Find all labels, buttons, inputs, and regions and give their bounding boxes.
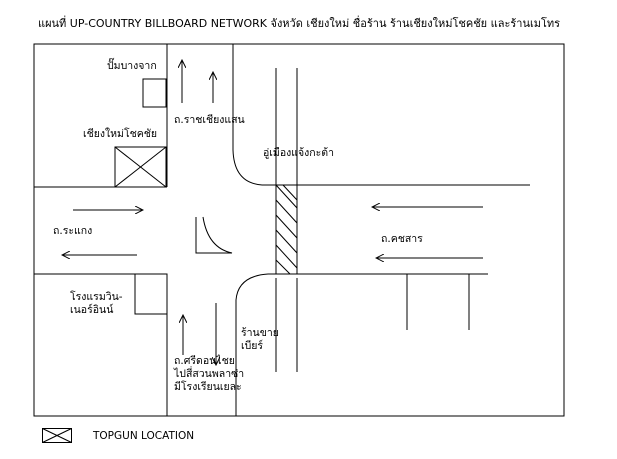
legend-label: TOPGUN LOCATION	[93, 430, 195, 442]
road-label-kotchasan: ถ.คชสาร	[381, 233, 423, 245]
sridonchai-line1: ถ.ศรีดอนไชย	[174, 355, 235, 367]
hotel-label-line2: เนอร์อินน์	[70, 304, 114, 316]
road-lines	[34, 44, 530, 416]
sridonchai-line2: ไปสี่สวนพลาซ่า	[174, 368, 245, 380]
beer-shop-label: ร้านขาย เบียร์	[241, 327, 279, 353]
billboard-triangle	[195, 216, 233, 254]
pump-label: ปั๊มบางจาก	[107, 60, 157, 72]
hotel-label: โรงแรมวิน- เนอร์อินน์	[70, 291, 123, 317]
sridonchai-line3: มีโรงเรียนเยละ	[174, 381, 242, 393]
topgun-location-icon	[114, 146, 167, 188]
pump-building	[142, 78, 167, 108]
hatched-crossing	[275, 184, 298, 275]
hotel-building	[134, 273, 168, 315]
beer-shop-label-line2: เบียร์	[241, 340, 264, 352]
crossed-box-icon	[42, 428, 72, 443]
beer-shop-label-line1: ร้านขาย	[241, 327, 279, 339]
road-label-ratchachiangsaen: ถ.ราชเชียงแสน	[174, 114, 245, 126]
road-label-sridonchai: ถ.ศรีดอนไชย ไปสี่สวนพลาซ่า มีโรงเรียนเยล…	[174, 355, 244, 394]
garage-label: อู่เมืองแจ้งกะต้า	[263, 147, 335, 159]
arrows	[62, 60, 483, 365]
hotel-label-line1: โรงแรมวิน-	[70, 291, 123, 303]
shop-label-chiangmai-chokchai: เชียงใหม่โชคชัย	[83, 128, 158, 140]
map-border	[33, 43, 565, 417]
map-title: แผนที่ UP-COUNTRY BILLBOARD NETWORK จังห…	[38, 17, 561, 30]
road-label-ranaeng: ถ.ระแกง	[53, 225, 93, 237]
